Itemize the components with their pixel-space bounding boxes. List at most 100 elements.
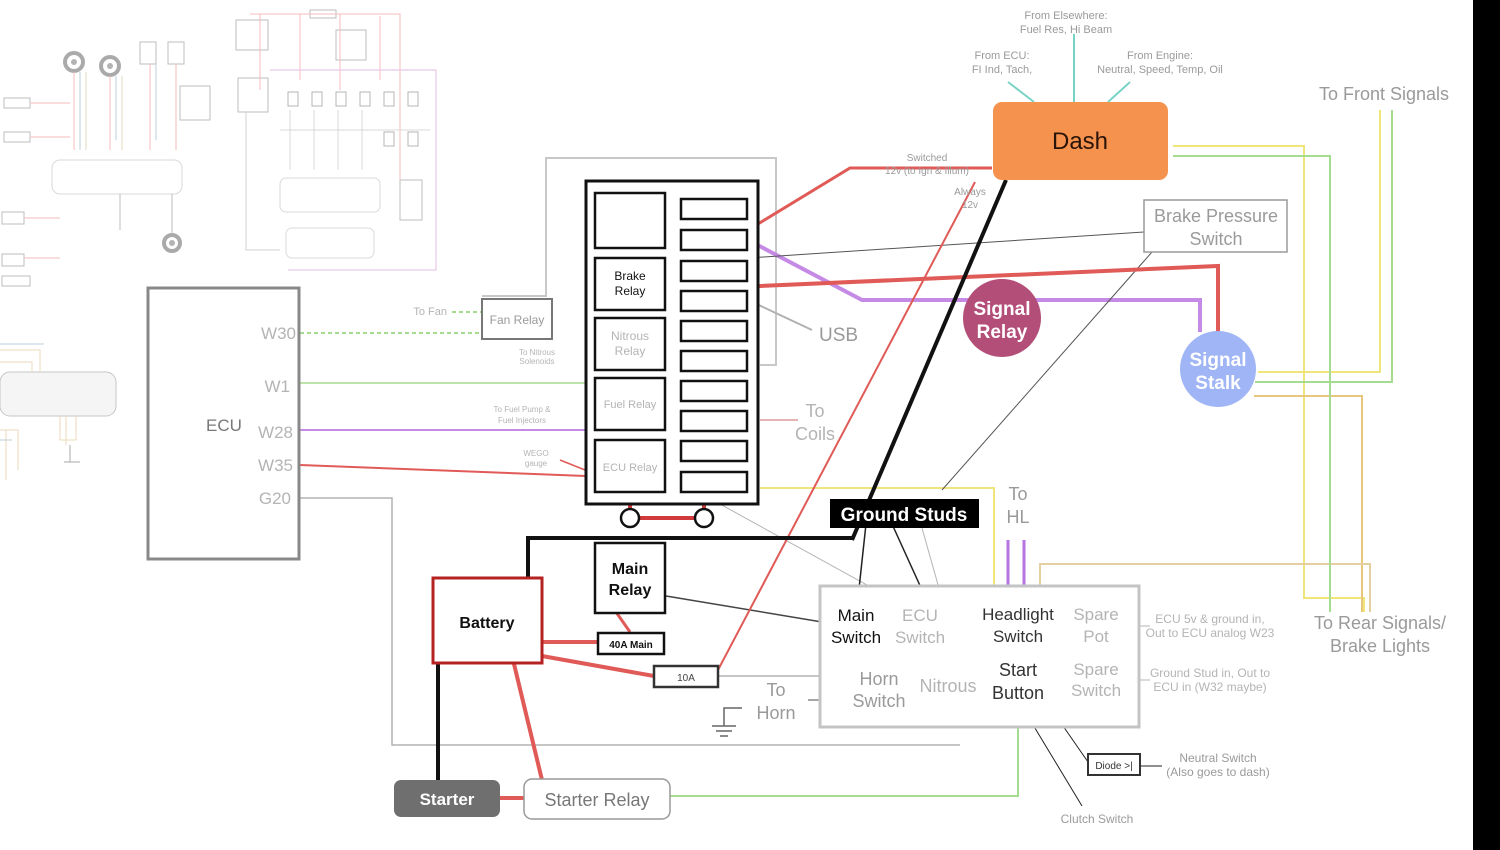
svg-text:Horn: Horn (756, 703, 795, 723)
svg-text:Switch: Switch (1189, 229, 1242, 249)
brake-relay: Brake Relay (593, 256, 667, 312)
svg-text:10A: 10A (677, 673, 695, 684)
fuse-box-terminal (619, 507, 641, 529)
svg-text:Fuel Injectors: Fuel Injectors (498, 416, 546, 425)
svg-text:Starter Relay: Starter Relay (544, 790, 649, 810)
svg-text:To Nitrous: To Nitrous (519, 348, 555, 357)
fuse-box: Brake Relay Nitrous Relay Fuel Relay ECU… (584, 179, 760, 529)
svg-text:From ECU:: From ECU: (975, 50, 1030, 62)
dash-power-labels: Switched 12v (to Ign & Illum) Always 12v (885, 153, 986, 211)
start-button: Start Button (992, 660, 1044, 703)
switch-notes: ECU 5v & ground in, Out to ECU analog W2… (1146, 612, 1275, 694)
usb-label: USB (819, 325, 858, 346)
svg-text:FI Ind, Tach,: FI Ind, Tach, (972, 64, 1032, 76)
signal-relay: Signal Relay (963, 279, 1041, 357)
svg-text:Start: Start (999, 660, 1037, 680)
fuse-40a: 40A Main (596, 631, 666, 656)
fan-relay: Fan Relay (481, 298, 553, 340)
svg-text:Neutral Switch: Neutral Switch (1179, 751, 1256, 765)
switch-panel: Main Switch ECU Switch Headlight Switch … (818, 584, 1141, 729)
starter: Starter (394, 780, 500, 817)
svg-text:W30: W30 (261, 324, 296, 343)
svg-text:Relay: Relay (609, 582, 652, 599)
rear-signals-label: To Rear Signals/ Brake Lights (1314, 613, 1446, 656)
svg-text:ECU 5v & ground in,: ECU 5v & ground in, (1155, 612, 1264, 626)
side-labels: To Nitrous Solenoids To Fuel Pump & Fuel… (494, 348, 555, 468)
svg-text:Ground Studs: Ground Studs (841, 505, 968, 526)
fuse-box-terminal (693, 507, 715, 529)
main-switch: Main Switch (831, 606, 881, 647)
svg-text:40A Main: 40A Main (609, 640, 653, 651)
fuel-relay: Fuel Relay (593, 376, 667, 432)
svg-text:12v: 12v (962, 200, 978, 211)
ecu-relay: ECU Relay (593, 438, 667, 494)
svg-text:Out to ECU analog W23: Out to ECU analog W23 (1146, 626, 1275, 640)
svg-text:gauge: gauge (525, 459, 548, 468)
to-hl-label: To HL (1006, 484, 1029, 527)
nitrous-switch: Nitrous (919, 676, 976, 696)
svg-text:Starter: Starter (420, 790, 475, 809)
svg-text:Battery: Battery (459, 615, 514, 632)
svg-text:HL: HL (1006, 507, 1029, 527)
svg-text:To Rear Signals/: To Rear Signals/ (1314, 613, 1446, 633)
brake-pressure-switch: Brake Pressure Switch (1143, 199, 1288, 253)
neutral-switch-label: Neutral Switch (Also goes to dash) (1166, 751, 1269, 779)
svg-text:Switch: Switch (831, 628, 881, 647)
svg-text:Fan Relay: Fan Relay (490, 313, 545, 327)
svg-text:Signal: Signal (1189, 350, 1246, 371)
svg-text:Brake Pressure: Brake Pressure (1154, 206, 1278, 226)
svg-text:Relay: Relay (977, 322, 1028, 343)
horn-switch: Horn Switch (852, 669, 905, 711)
svg-text:Diode >|: Diode >| (1095, 761, 1132, 772)
svg-text:W28: W28 (258, 423, 293, 442)
svg-text:Coils: Coils (795, 424, 835, 444)
svg-text:To: To (766, 680, 785, 700)
svg-text:Signal: Signal (973, 299, 1030, 320)
svg-text:Switched: Switched (907, 153, 948, 164)
svg-text:Brake: Brake (614, 269, 646, 283)
svg-text:W1: W1 (265, 377, 291, 396)
svg-text:To: To (1008, 484, 1027, 504)
svg-text:Dash: Dash (1052, 128, 1108, 155)
spare-switch: Spare Switch (1071, 660, 1121, 700)
svg-text:ECU in (W32 maybe): ECU in (W32 maybe) (1153, 680, 1266, 694)
svg-text:Always: Always (954, 187, 986, 198)
svg-text:W35: W35 (258, 456, 293, 475)
svg-text:Switch: Switch (993, 627, 1043, 646)
to-horn-label: To Horn (756, 680, 795, 723)
spare-pot: Spare Pot (1073, 605, 1118, 646)
starter-relay: Starter Relay (523, 778, 671, 820)
svg-text:Button: Button (992, 683, 1044, 703)
svg-text:ECU: ECU (206, 416, 242, 435)
background-schematics (0, 9, 437, 480)
svg-text:Fuel Relay: Fuel Relay (604, 399, 657, 411)
ground-studs: Ground Studs (830, 499, 979, 528)
svg-text:From Engine:: From Engine: (1127, 50, 1193, 62)
svg-text:Main: Main (838, 606, 875, 625)
headlight-switch: Headlight Switch (982, 605, 1054, 646)
svg-text:Pot: Pot (1083, 627, 1109, 646)
svg-text:G20: G20 (259, 489, 291, 508)
ecu: ECU (146, 286, 301, 561)
svg-text:Spare: Spare (1073, 660, 1118, 679)
svg-text:To: To (805, 401, 824, 421)
svg-text:Main: Main (612, 561, 648, 578)
svg-text:Switch: Switch (1071, 681, 1121, 700)
fuse-slots (679, 197, 749, 494)
svg-text:Relay: Relay (615, 344, 646, 358)
diode: Diode >| (1087, 753, 1141, 776)
svg-text:Headlight: Headlight (982, 605, 1054, 624)
svg-text:Horn: Horn (859, 669, 898, 689)
svg-text:ECU Relay: ECU Relay (603, 462, 658, 474)
signal-stalk: Signal Stalk (1180, 331, 1256, 407)
ecu-switch: ECU Switch (895, 606, 945, 647)
svg-text:12v (to Ign & Illum): 12v (to Ign & Illum) (885, 166, 969, 177)
dash-feed-labels: From Elsewhere: Fuel Res, Hi Beam From E… (972, 10, 1223, 76)
clutch-switch-label: Clutch Switch (1061, 812, 1134, 826)
svg-text:Stalk: Stalk (1195, 373, 1241, 394)
nitrous-relay: Nitrous Relay (593, 316, 667, 372)
svg-text:Relay: Relay (615, 284, 646, 298)
battery: Battery (431, 576, 544, 665)
ecu-pins: W30 W1 W28 W35 G20 (258, 324, 296, 508)
